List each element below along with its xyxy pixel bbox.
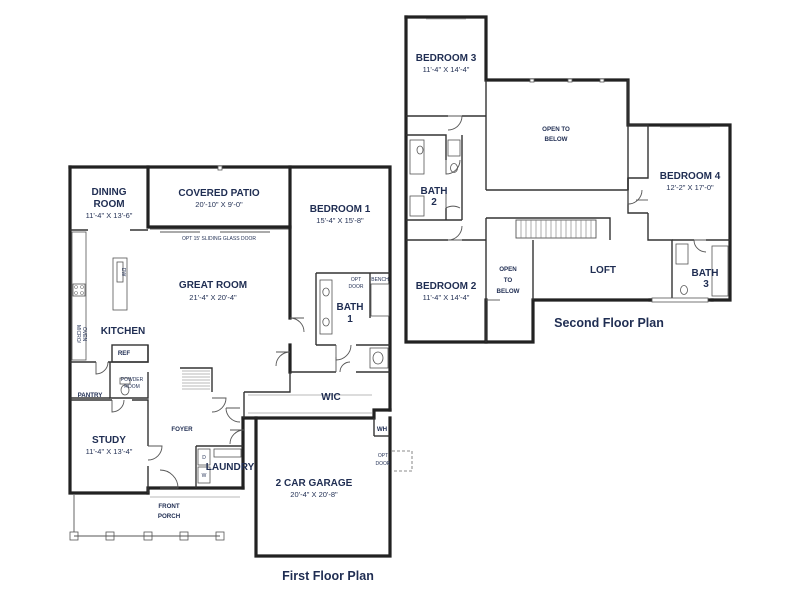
refrigerator-label: REF: [118, 350, 131, 357]
bath-2-label: BATH: [420, 186, 447, 197]
laundry-label: LAUNDRY: [206, 462, 255, 473]
bath-3-number: 3: [703, 279, 709, 290]
loft-label: LOFT: [590, 265, 616, 276]
second-floor-interior-walls: [406, 80, 730, 342]
sliding-door-note: OPT 15' SLIDING GLASS DOOR: [182, 236, 256, 242]
bedroom-4-label: BEDROOM 4: [660, 171, 721, 182]
upper-stair: [515, 219, 597, 239]
bedroom-2-dimensions: 11'-4" X 14'-4": [423, 293, 470, 302]
washer-label: W: [202, 473, 207, 479]
great-room-dimensions: 21'-4" X 20'-4": [189, 293, 237, 302]
second-floor-title: Second Floor Plan: [554, 316, 664, 330]
foyer-label: FOYER: [171, 426, 193, 433]
garage-dimensions: 20'-4" X 20'-8": [290, 490, 338, 499]
bench-label: BENCH: [371, 277, 389, 283]
covered-patio-label: COVERED PATIO: [178, 188, 260, 199]
bath-1-number: 1: [347, 314, 353, 325]
first-floor-plan: DINING ROOM 11'-4" X 13'-6" COVERED PATI…: [68, 165, 413, 583]
kitchen-label: KITCHEN: [101, 326, 145, 337]
study-dimensions: 11'-4" X 13'-4": [86, 447, 133, 456]
micro-oven-label-line1: MICRO/: [75, 325, 81, 344]
bedroom-1-dimensions: 15'-4" X 15'-8": [316, 216, 364, 225]
first-floor-doors: [95, 317, 352, 489]
powder-room-label-line1: POWDER: [121, 377, 144, 383]
wic-label: WIC: [321, 392, 340, 403]
front-porch-label-line1: FRONT: [158, 503, 180, 510]
pantry-label: PANTRY: [78, 392, 104, 399]
micro-oven-label-line2: OVEN: [81, 327, 87, 342]
bedroom-2-label: BEDROOM 2: [416, 281, 477, 292]
bedroom-1-label: BEDROOM 1: [310, 204, 371, 215]
open-to-below-1-line2: BELOW: [544, 136, 567, 143]
first-floor-interior-walls: [70, 165, 390, 493]
dining-room-label-line2: ROOM: [93, 199, 124, 210]
second-floor-doors: [445, 115, 707, 301]
bedroom-4-dimensions: 12'-2" X 17'-0": [666, 183, 714, 192]
bath-1-opt-door-line2: DOOR: [349, 284, 364, 290]
bedroom-3-label: BEDROOM 3: [416, 53, 477, 64]
study-label: STUDY: [92, 435, 126, 446]
garage-opt-door-line2: DOOR: [376, 461, 391, 467]
water-heater-label: WH: [377, 426, 388, 433]
dining-room-label-line1: DINING: [92, 187, 127, 198]
bath-2-number: 2: [431, 197, 437, 208]
porch-columns: [69, 495, 225, 541]
stair: [182, 370, 210, 390]
covered-patio-outline: [146, 165, 292, 230]
first-floor-title: First Floor Plan: [282, 569, 374, 583]
dining-room-dimensions: 11'-4" X 13'-6": [86, 211, 133, 220]
dryer-label: D: [202, 455, 206, 461]
front-porch-label-line2: PORCH: [158, 513, 181, 520]
open-to-below-2-line2: TO: [504, 277, 513, 284]
first-floor-fixtures: [69, 231, 413, 541]
bath-1-opt-door-line1: OPT: [351, 277, 361, 283]
open-to-below-2-line3: BELOW: [496, 288, 519, 295]
bedroom-3-dimensions: 11'-4" X 14'-4": [423, 65, 470, 74]
powder-room-label-line2: ROOM: [124, 384, 140, 390]
bath-1-label: BATH: [336, 302, 363, 313]
covered-patio-dimensions: 20'-10" X 9'-0": [195, 200, 243, 209]
bath-3-label: BATH: [691, 268, 718, 279]
great-room-label: GREAT ROOM: [179, 280, 247, 291]
second-floor-fixtures: [409, 18, 729, 303]
garage-opt-door-line1: OPT: [378, 453, 388, 459]
dishwasher-label: DW: [120, 268, 126, 277]
garage-label: 2 CAR GARAGE: [276, 478, 353, 489]
open-to-below-2-line1: OPEN: [499, 266, 517, 273]
first-floor-exterior-walls: [68, 165, 392, 558]
second-floor-plan: BEDROOM 3 11'-4" X 14'-4" OPEN TO BELOW …: [404, 15, 732, 344]
open-to-below-1-line1: OPEN TO: [542, 126, 570, 133]
